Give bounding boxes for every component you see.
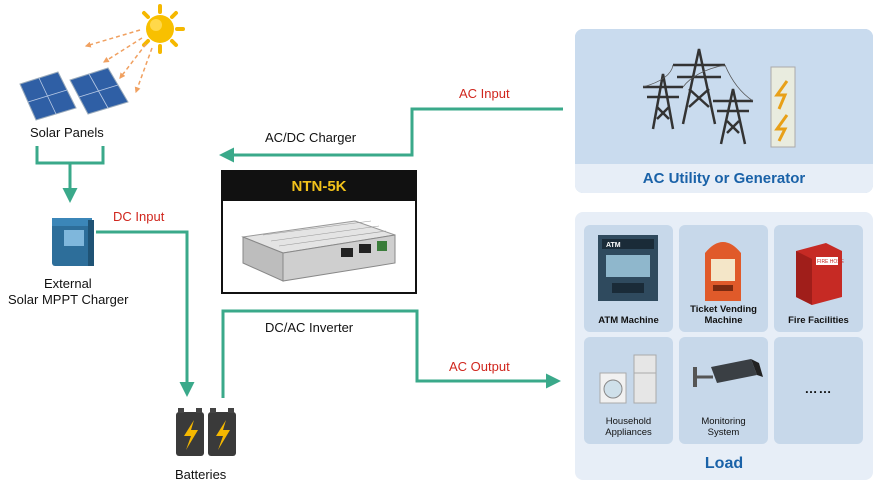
line-ac-input xyxy=(219,107,563,163)
load-item-line2: Machine xyxy=(704,315,743,326)
ac-utility-title: AC Utility or Generator xyxy=(575,164,873,193)
ac-output-label: AC Output xyxy=(449,359,510,374)
ticket-vending-icon xyxy=(705,242,741,301)
atm-icon: ATM xyxy=(598,235,658,301)
external-label: External xyxy=(44,276,92,291)
dcac-inverter-label: DC/AC Inverter xyxy=(265,320,354,335)
load-item-line2: Appliances xyxy=(605,427,652,438)
power-supply-icon xyxy=(241,220,396,282)
more-ellipsis: …… xyxy=(804,381,833,396)
product-box: NTN-5K xyxy=(221,170,417,294)
load-panel: ATM ATM Machine Ticket Vending Machine F… xyxy=(575,212,873,480)
load-item-ticket-vending: Ticket Vending Machine xyxy=(679,225,768,332)
load-item-more: …… xyxy=(774,337,863,444)
load-item-label: Ticket Vending Machine xyxy=(679,304,768,326)
load-item-fire-facilities: FIRE HOSE Fire Facilities xyxy=(774,225,863,332)
batteries-label: Batteries xyxy=(175,467,227,482)
atm-icon-text: ATM xyxy=(606,242,621,249)
solar-panels-label: Solar Panels xyxy=(30,125,104,140)
load-item-line2: System xyxy=(707,427,740,438)
solar-panels-icon xyxy=(19,67,129,121)
sun-icon xyxy=(142,4,185,54)
load-item-household: Household Appliances xyxy=(584,337,673,444)
camera-icon xyxy=(693,359,763,387)
load-item-label: Monitoring System xyxy=(679,416,768,438)
line-dc-input xyxy=(96,230,195,397)
load-item-label: ATM Machine xyxy=(598,315,659,326)
ac-input-label: AC Input xyxy=(459,86,510,101)
dc-input-label: DC Input xyxy=(113,209,165,224)
acdc-charger-label: AC/DC Charger xyxy=(265,130,357,145)
load-title: Load xyxy=(704,455,744,472)
product-name: NTN-5K xyxy=(223,172,415,201)
ac-utility-panel: AC Utility or Generator xyxy=(575,29,873,193)
household-appliances-icon xyxy=(599,354,657,404)
load-item-label: Fire Facilities xyxy=(788,315,849,326)
mppt-label: Solar MPPT Charger xyxy=(8,292,129,307)
load-item-label: Household Appliances xyxy=(584,416,673,438)
line-panels-to-mppt xyxy=(35,146,105,165)
load-item-line1: Ticket Vending xyxy=(690,304,757,315)
load-item-line1: Monitoring xyxy=(701,416,746,427)
sun-rays xyxy=(84,29,153,94)
line-dcac-inverter xyxy=(221,309,561,398)
mppt-charger-icon xyxy=(52,218,94,266)
fire-hose-cabinet-icon: FIRE HOSE xyxy=(796,243,845,305)
generator-icon xyxy=(770,66,796,148)
load-item-atm: ATM ATM Machine xyxy=(584,225,673,332)
fire-hose-icon-text: FIRE HOSE xyxy=(817,259,845,265)
batteries-icon xyxy=(176,408,236,456)
load-item-monitoring: Monitoring System xyxy=(679,337,768,444)
load-item-line1: Household xyxy=(605,416,652,427)
power-tower-icon xyxy=(642,48,796,148)
